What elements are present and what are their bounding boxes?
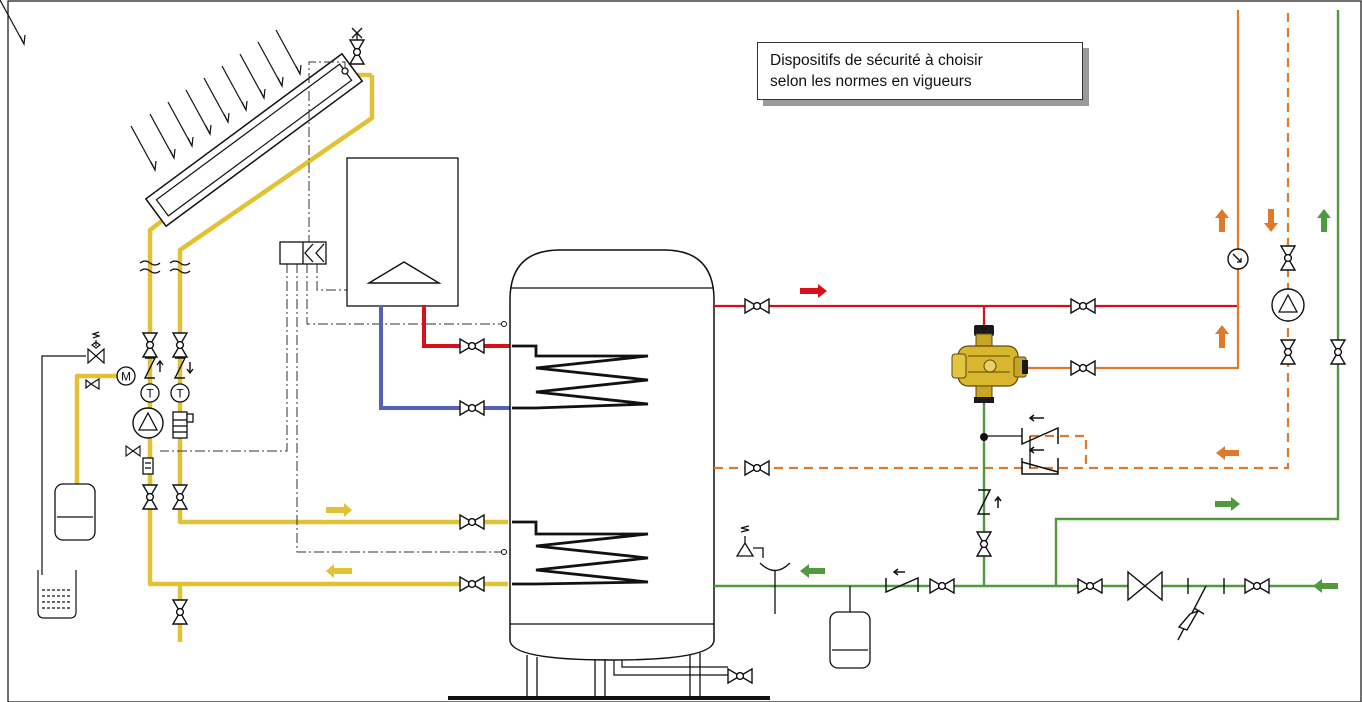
cold-arrow-right — [1215, 497, 1240, 511]
thermometer-icon: T T — [140, 383, 190, 403]
recirculation-valve-upper[interactable] — [1280, 245, 1296, 271]
solar-valve-3[interactable] — [142, 484, 158, 510]
note-line-1: Dispositifs de sécurité à choisir — [770, 52, 983, 69]
flow-arrow-right — [326, 503, 352, 517]
motor-icon: M — [116, 366, 136, 386]
hot-water-valve-2[interactable] — [1070, 298, 1096, 314]
thermostatic-mixing-valve — [951, 325, 1028, 403]
drain-valve[interactable] — [172, 599, 188, 625]
recirculation-pump-icon — [1271, 288, 1305, 322]
cold-water-valve-1[interactable] — [929, 578, 955, 594]
hot-flow-arrow — [800, 284, 827, 298]
control-lines — [160, 61, 502, 553]
upper-coil — [512, 344, 649, 410]
junction-dot — [980, 433, 988, 441]
boiler-pipes — [379, 305, 512, 410]
thermometer-1-label: T — [146, 387, 154, 401]
cold-arrow-left-2 — [1313, 579, 1338, 593]
cold-water-valve-2[interactable] — [1077, 578, 1103, 594]
up-arrow-1 — [1215, 209, 1229, 232]
tank-legs — [526, 653, 701, 697]
lower-coil — [512, 520, 649, 586]
boiler-return-valve[interactable] — [459, 400, 485, 416]
gauge-icon — [1227, 248, 1249, 270]
safety-discharge-line — [41, 355, 86, 575]
flow-meter-icon — [142, 411, 194, 475]
up-arrow-2 — [1215, 325, 1229, 348]
down-arrow — [1264, 209, 1278, 232]
solar-valve-1[interactable] — [142, 332, 158, 358]
sensor-lower — [501, 549, 507, 555]
solar-return-valve[interactable] — [459, 576, 485, 592]
motor-label: M — [121, 370, 131, 384]
boiler-unit — [346, 157, 459, 307]
solar-pump-icon — [132, 407, 164, 439]
mixed-water-valve[interactable] — [1070, 360, 1096, 376]
tank-drain-pipe — [613, 660, 728, 676]
recirculation-valve[interactable] — [744, 460, 770, 476]
collection-tank — [37, 570, 77, 619]
pressure-reducer — [1127, 570, 1163, 602]
thermometer-2-label: T — [176, 387, 184, 401]
recirculation-valve-lower[interactable] — [1280, 339, 1296, 365]
storage-tank — [509, 249, 715, 661]
diagram-frame — [7, 0, 1362, 702]
cold-check-valves — [885, 414, 1059, 594]
sensor-upper — [501, 321, 507, 327]
cold-arrow-up — [1317, 209, 1331, 232]
cold-expansion-vessel — [829, 586, 871, 669]
safety-group — [735, 525, 791, 614]
sun-rays-icon — [0, 0, 302, 171]
small-valve-icon — [125, 444, 141, 458]
solar-safety-valve — [85, 331, 105, 391]
hot-water-valve-1[interactable] — [744, 298, 770, 314]
flame-icon — [366, 261, 442, 284]
solar-expansion-vessel — [54, 483, 96, 541]
left-arrow — [1216, 446, 1239, 460]
pipe-break-marks — [139, 260, 191, 274]
solar-controller — [279, 241, 327, 265]
floor-line — [448, 696, 770, 700]
solar-flow-valve[interactable] — [459, 514, 485, 530]
filter-icon — [1177, 578, 1225, 641]
solar-valve-4[interactable] — [172, 484, 188, 510]
note-line-2: selon les normes en vigueurs — [770, 73, 972, 90]
tank-drain-valve[interactable] — [727, 668, 753, 684]
cold-bypass-valve[interactable] — [976, 531, 992, 557]
boiler-flow-valve[interactable] — [459, 338, 485, 354]
recirculation-pipes — [714, 10, 1290, 470]
solar-valve-2[interactable] — [172, 332, 188, 358]
cold-water-valve-3[interactable] — [1244, 578, 1270, 594]
flow-arrow-left — [326, 564, 352, 578]
cold-supply-valve[interactable] — [1330, 339, 1346, 365]
solar-check-valves — [143, 357, 194, 379]
safety-note-box: Dispositifs de sécurité à choisir selon … — [757, 42, 1083, 100]
cold-arrow-left-1 — [800, 564, 825, 578]
